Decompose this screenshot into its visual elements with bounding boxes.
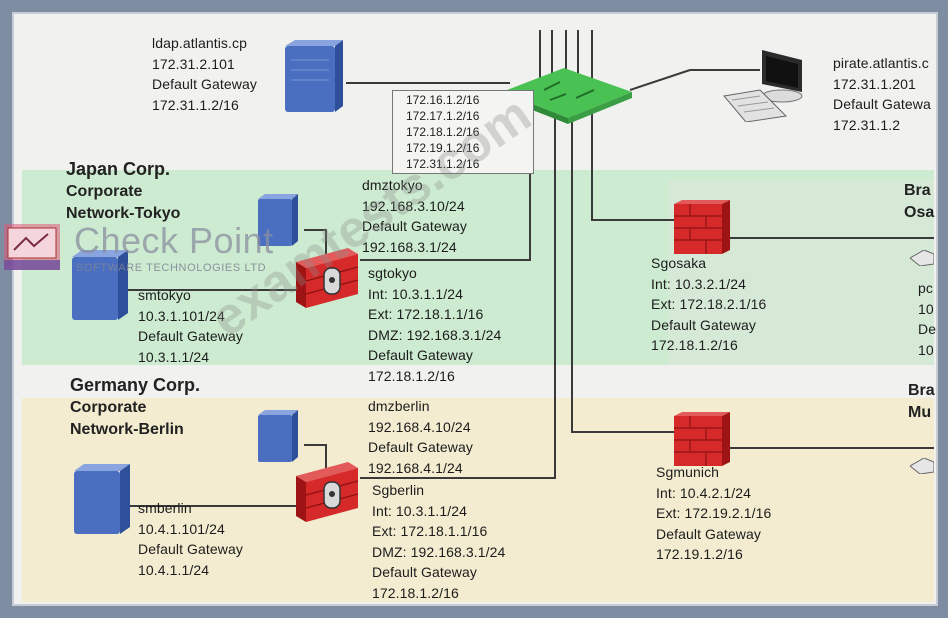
ldap-server-label: ldap.atlantis.cp 172.31.2.101 Default Ga…	[152, 35, 257, 113]
japan-corp-title: Japan Corp. Corporate Network-Tokyo	[66, 159, 181, 222]
sg-munich-label: Sgmunich Int: 10.4.2.1/24 Ext: 172.19.2.…	[656, 464, 772, 562]
pirate-host-label: pirate.atlantis.c 172.31.1.201 Default G…	[833, 55, 931, 133]
sg-osaka-firewall-icon	[674, 200, 730, 256]
sg-berlin-label: Sgberlin Int: 10.3.1.1/24 Ext: 172.18.1.…	[372, 482, 506, 601]
check-point-logo-subtitle: SOFTWARE TECHNOLOGIES LTD	[76, 262, 267, 274]
sg-osaka-label: Sgosaka Int: 10.3.2.1/24 Ext: 172.18.2.1…	[651, 255, 767, 353]
sm-tokyo-server-icon	[70, 250, 130, 322]
dmz-berlin-label: dmzberlin 192.168.4.10/24 Default Gatewa…	[368, 398, 473, 476]
branch-munich-title: Bra Mu	[908, 382, 935, 421]
ldap-server-icon	[283, 40, 345, 116]
check-point-logo-icon	[4, 224, 60, 270]
sm-berlin-server-icon	[72, 464, 132, 536]
osaka-host-icon	[909, 249, 935, 267]
switch-ip-list: 172.16.1.2/16 172.17.1.2/16 172.18.1.2/1…	[392, 90, 534, 174]
sm-tokyo-label: smtokyo 10.3.1.101/24 Default Gateway 10…	[138, 287, 243, 365]
workstation-icon	[720, 46, 816, 123]
munich-host-icon	[909, 457, 935, 475]
check-point-logo-text: Check Point	[74, 220, 274, 261]
branch-osaka-title: Bra Osa	[904, 182, 935, 221]
check-point-logo: Check Point SOFTWARE TECHNOLOGIES LTD	[0, 220, 320, 280]
osaka-host-label: pc 10 De 10	[918, 280, 937, 358]
dmz-tokyo-label: dmztokyo 192.168.3.10/24 Default Gateway…	[362, 177, 467, 255]
sg-munich-firewall-icon	[674, 412, 730, 468]
berlin-network-zone	[22, 398, 934, 602]
sg-berlin-firewall-icon	[296, 458, 362, 522]
germany-corp-title: Germany Corp. Corporate Network-Berlin	[70, 375, 201, 438]
sm-berlin-label: smberlin 10.4.1.101/24 Default Gateway 1…	[138, 500, 243, 578]
sg-tokyo-label: sgtokyo Int: 10.3.1.1/24 Ext: 172.18.1.1…	[368, 265, 502, 384]
dmz-berlin-server-icon	[256, 410, 300, 464]
dmz-tokyo-server-icon	[256, 194, 300, 248]
sg-tokyo-firewall-icon	[296, 244, 362, 308]
